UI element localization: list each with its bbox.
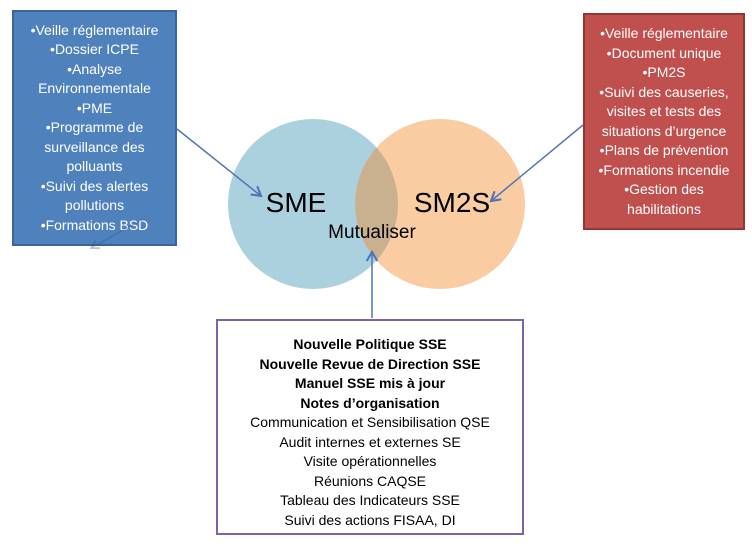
sme-item: Analyse Environnementale <box>20 60 169 99</box>
sme-item: Veille réglementaire <box>20 21 169 41</box>
mutualiser-item: Tableau des Indicateurs SSE <box>280 492 460 508</box>
sme-item: Dossier ICPE <box>20 40 169 60</box>
mutualiser-item: Nouvelle Politique SSE <box>293 336 447 352</box>
sme-item: PME <box>20 99 169 119</box>
sme-item: Formations BSD <box>20 216 169 236</box>
mutualiser-item: Réunions CAQSE <box>313 472 427 489</box>
mutualiser-items-box: Nouvelle Politique SSE Nouvelle Revue de… <box>216 319 524 535</box>
sm2s-item: Gestion des habilitations <box>590 180 738 219</box>
sm2s-item: Suivi des causeries, visites et tests de… <box>590 83 738 142</box>
sme-item: Programme de surveillance des polluants <box>20 118 169 177</box>
sme-items-box: Veille réglementaire Dossier ICPE Analys… <box>12 10 177 246</box>
sm2s-item: Formations incendie <box>590 161 738 181</box>
mutualiser-item: Manuel SSE mis à jour <box>294 375 446 391</box>
sme-item: Suivi des alertes pollutions <box>20 177 169 216</box>
sm2s-item: Veille réglementaire <box>590 24 738 44</box>
sm2s-item: PM2S <box>590 63 738 83</box>
sm2s-items-box: Veille réglementaire Document unique PM2… <box>583 13 745 230</box>
sm2s-item: Document unique <box>590 44 738 64</box>
mutualiser-item: Audit internes et externes SE <box>279 433 461 450</box>
mutualiser-item: Nouvelle Revue de Direction SSE <box>259 355 481 372</box>
sm2s-item: Plans de prévention <box>590 141 738 161</box>
arrow-rightbox-to-sm2s <box>489 124 584 203</box>
mutualiser-label: Mutualiser <box>328 222 416 243</box>
sm2s-label: SM2S <box>413 187 491 218</box>
sme-label: SME <box>265 187 327 218</box>
mutualiser-item: Notes d’organisation <box>300 394 440 411</box>
mutualiser-item: Suivi des actions FISAA, DI <box>284 511 456 528</box>
mutualiser-item: Communication et Sensibilisation QSE <box>250 414 490 430</box>
mutualiser-item: Visite opérationnelles <box>303 453 437 469</box>
